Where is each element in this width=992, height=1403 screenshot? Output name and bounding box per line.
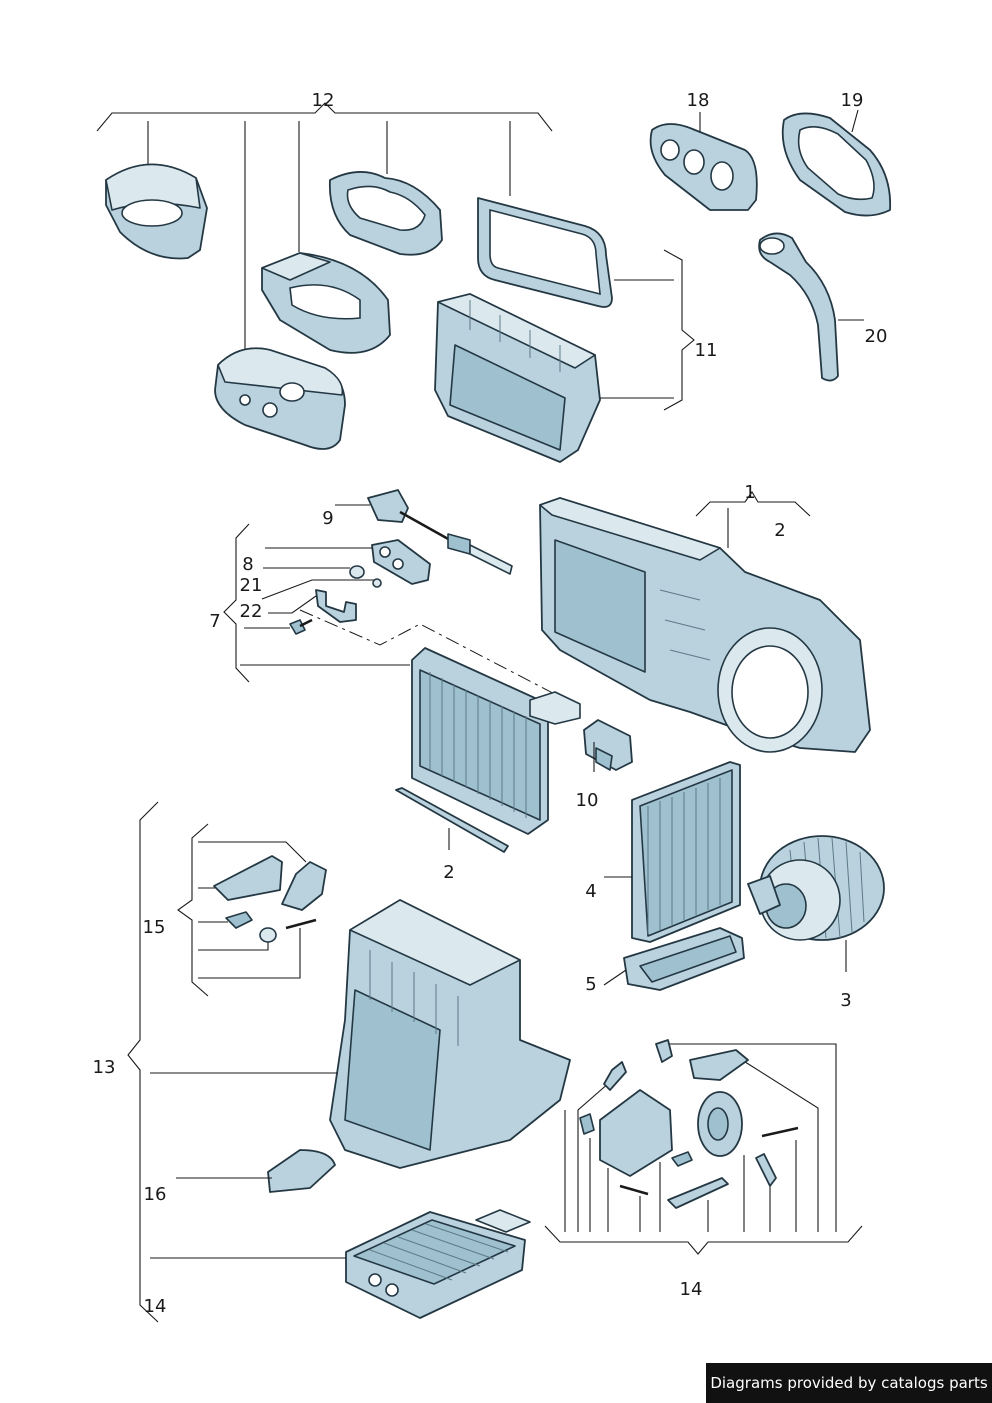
group-11-bracket: [600, 249, 695, 411]
callout-7: 7: [209, 611, 220, 632]
callout-1: 1: [744, 482, 755, 503]
callout-21: 21: [240, 575, 263, 596]
drain-hose-20: [758, 232, 839, 382]
filter-frame-5: [623, 927, 745, 991]
group-7-bracket: [223, 523, 410, 683]
gasket-flap: [261, 252, 391, 354]
heater-core-14: [345, 1209, 531, 1319]
screw: [289, 618, 313, 635]
seal-plate: [214, 347, 346, 450]
callout-2-top: 2: [774, 520, 785, 541]
group-13-bracket: [127, 801, 159, 1323]
evaporator: [411, 647, 581, 835]
callout-11: 11: [695, 340, 718, 361]
callout-19: 19: [841, 90, 864, 111]
gasket-rectangular: [477, 197, 613, 308]
ring-seal-19: [781, 112, 892, 217]
group-12-bracket: [96, 102, 553, 352]
blower-resistor-10: [583, 719, 633, 771]
callout-10: 10: [576, 790, 599, 811]
group-15-bracket: [177, 823, 307, 997]
attribution-footer: Diagrams provided by catalogs parts: [706, 1363, 992, 1403]
sealing-strip: [395, 787, 509, 853]
flap-lever-set: [213, 855, 327, 943]
callout-22: 22: [240, 601, 263, 622]
temperature-sensor-9: [367, 489, 513, 575]
evaporator-housing-11: [434, 293, 601, 463]
gasket-oval-1: [328, 171, 443, 256]
callout-18: 18: [687, 90, 710, 111]
group-14-bracket: [544, 1043, 863, 1255]
callout-14-right: 14: [680, 1279, 703, 1300]
clip-16: [267, 1149, 336, 1193]
callout-13: 13: [93, 1057, 116, 1078]
callout-20: 20: [865, 326, 888, 347]
callout-9: 9: [322, 508, 333, 529]
callout-14-left: 14: [144, 1296, 167, 1317]
actuator-parts: [579, 1039, 799, 1209]
heater-housing-13: [329, 899, 571, 1169]
callout-15: 15: [143, 917, 166, 938]
blower-motor-3: [747, 835, 885, 941]
callout-5: 5: [585, 974, 596, 995]
expansion-valve-8: [371, 539, 431, 585]
dust-filter-4: [631, 761, 741, 943]
callout-16: 16: [144, 1184, 167, 1205]
callout-8: 8: [242, 554, 253, 575]
callout-12: 12: [312, 90, 335, 111]
duct-seal-18: [649, 123, 758, 211]
clamp-22: [315, 589, 357, 623]
callout-4: 4: [585, 881, 596, 902]
callout-2-bottom: 2: [443, 862, 454, 883]
gasket-wedge: [105, 163, 208, 260]
main-housing-1: [539, 497, 871, 753]
callout-3: 3: [840, 990, 851, 1011]
o-rings-21: [349, 565, 382, 588]
